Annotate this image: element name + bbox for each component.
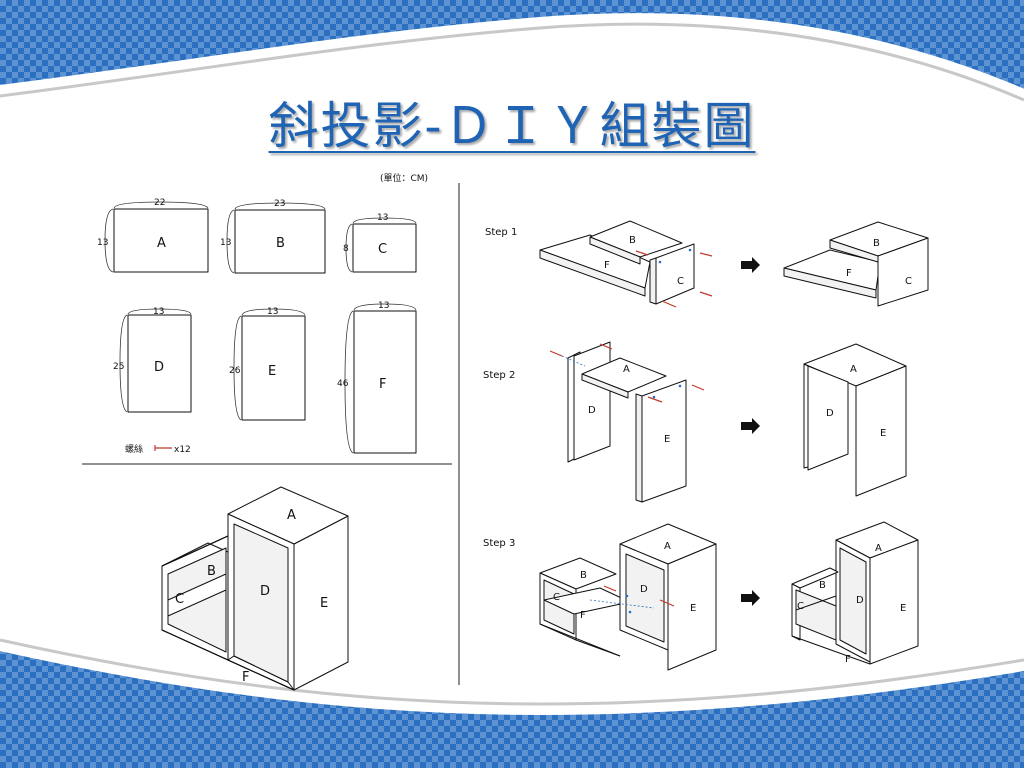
assembled-label-d: D <box>260 584 270 599</box>
unit-note: (單位：CM) <box>380 172 428 184</box>
svg-text:E: E <box>880 428 886 439</box>
part-d-width: 13 <box>153 307 164 317</box>
slide-title: 斜投影-ＤＩＹ組裝圖 <box>0 86 1024 158</box>
part-c: 13 8 C <box>343 213 417 273</box>
part-e-label: E <box>268 364 276 379</box>
svg-text:D: D <box>588 405 596 416</box>
bottom-wave-shadow <box>0 638 1024 706</box>
svg-text:C: C <box>553 592 560 603</box>
step-2: Step 2 D A E A D E <box>483 341 907 503</box>
svg-text:B: B <box>819 580 826 591</box>
part-e: 13 26 E <box>229 307 306 421</box>
svg-text:D: D <box>856 595 864 606</box>
part-b-height: 13 <box>220 238 231 248</box>
bottom-wave-edge <box>0 645 1024 716</box>
part-f-height: 46 <box>337 379 349 389</box>
assembled-label-b: B <box>207 564 216 579</box>
bottom-wave-band <box>0 648 1024 768</box>
assembled-shelf: A B C D E F <box>161 486 349 691</box>
svg-text:E: E <box>690 603 696 614</box>
svg-text:A: A <box>623 364 630 375</box>
svg-text:B: B <box>629 235 636 246</box>
step-1-arrow <box>741 257 760 273</box>
step-3: Step 3 B C F A D E A B C <box>483 521 919 671</box>
svg-text:A: A <box>664 541 671 552</box>
step-1-label: Step 1 <box>485 227 517 238</box>
svg-text:C: C <box>797 601 804 612</box>
step-1: Step 1 F B C F B C <box>485 220 929 308</box>
svg-text:B: B <box>873 238 880 249</box>
svg-text:F: F <box>845 654 851 665</box>
top-wave-shadow <box>0 22 1024 102</box>
part-c-width: 13 <box>377 213 388 223</box>
svg-text:A: A <box>850 364 857 375</box>
parts-list: 22 13 A 23 13 B 13 8 C 13 25 <box>97 198 417 455</box>
part-a-height: 13 <box>97 238 108 248</box>
part-c-height: 8 <box>343 244 349 254</box>
svg-text:F: F <box>580 610 586 621</box>
screws-legend: 螺絲 x12 <box>125 443 191 455</box>
part-a-width: 22 <box>154 198 165 208</box>
part-d: 13 25 D <box>113 307 192 413</box>
svg-text:F: F <box>846 268 852 279</box>
step-3-arrow <box>741 590 760 606</box>
assembled-label-a: A <box>287 508 296 523</box>
svg-text:E: E <box>664 434 670 445</box>
part-e-width: 13 <box>267 307 278 317</box>
part-f: 13 46 F <box>337 301 417 454</box>
assembled-label-e: E <box>320 596 328 611</box>
step-2-arrow <box>741 418 760 434</box>
part-d-height: 25 <box>113 362 124 372</box>
svg-text:F: F <box>604 260 610 271</box>
top-wave-edge <box>0 13 1024 95</box>
slide-title-text: 斜投影-ＤＩＹ組裝圖 <box>268 97 756 155</box>
part-a: 22 13 A <box>97 198 209 273</box>
svg-text:D: D <box>640 584 648 595</box>
part-c-label: C <box>378 242 387 257</box>
svg-text:D: D <box>826 408 834 419</box>
svg-text:C: C <box>905 276 912 287</box>
screws-count: x12 <box>174 445 191 455</box>
assembled-label-c: C <box>175 592 184 607</box>
part-b-label: B <box>276 236 285 251</box>
part-d-label: D <box>154 360 164 375</box>
part-f-label: F <box>379 377 386 392</box>
svg-text:B: B <box>580 570 587 581</box>
svg-text:A: A <box>875 543 882 554</box>
screws-label: 螺絲 <box>125 443 143 455</box>
part-a-label: A <box>157 236 166 251</box>
step-3-label: Step 3 <box>483 538 515 549</box>
assembled-label-f: F <box>242 670 249 685</box>
svg-text:E: E <box>900 603 906 614</box>
part-e-height: 26 <box>229 366 241 376</box>
part-f-width: 13 <box>378 301 389 311</box>
step-2-label: Step 2 <box>483 370 515 381</box>
svg-text:C: C <box>677 276 684 287</box>
part-b-width: 23 <box>274 199 285 209</box>
part-b: 23 13 B <box>220 199 326 274</box>
